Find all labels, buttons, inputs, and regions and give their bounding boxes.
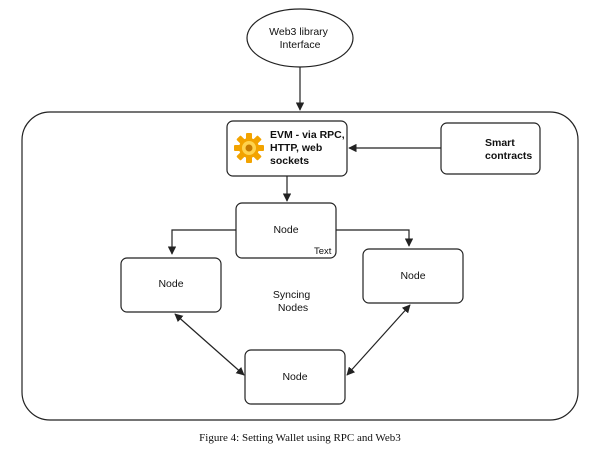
node-top-label: Node — [273, 224, 298, 236]
evm-label: EVM - via RPC, HTTP, web sockets — [270, 129, 348, 167]
node-left-box — [120, 257, 222, 313]
network-container — [21, 111, 579, 421]
node-bottom-box — [244, 349, 346, 405]
arrow-left-bottom — [174, 313, 245, 376]
smart-contracts-label: Smart contracts — [485, 137, 532, 162]
arrow-right-bottom — [346, 304, 411, 376]
node-right-box — [362, 248, 464, 304]
web3-interface-ellipse — [246, 8, 354, 68]
figure-caption: Figure 4: Setting Wallet using RPC and W… — [199, 432, 401, 444]
node-left-label: Node — [158, 278, 183, 290]
arrow-node-top-to-right — [336, 229, 414, 247]
node-bottom-label: Node — [282, 371, 307, 383]
web3-interface-label: Web3 library Interface — [269, 26, 331, 51]
gear-icon — [234, 133, 264, 163]
node-top-note: Text — [314, 246, 332, 257]
arrow-node-top-to-left — [167, 229, 236, 255]
syncing-nodes-label: Syncing Nodes — [273, 289, 313, 314]
node-right-label: Node — [400, 270, 425, 282]
